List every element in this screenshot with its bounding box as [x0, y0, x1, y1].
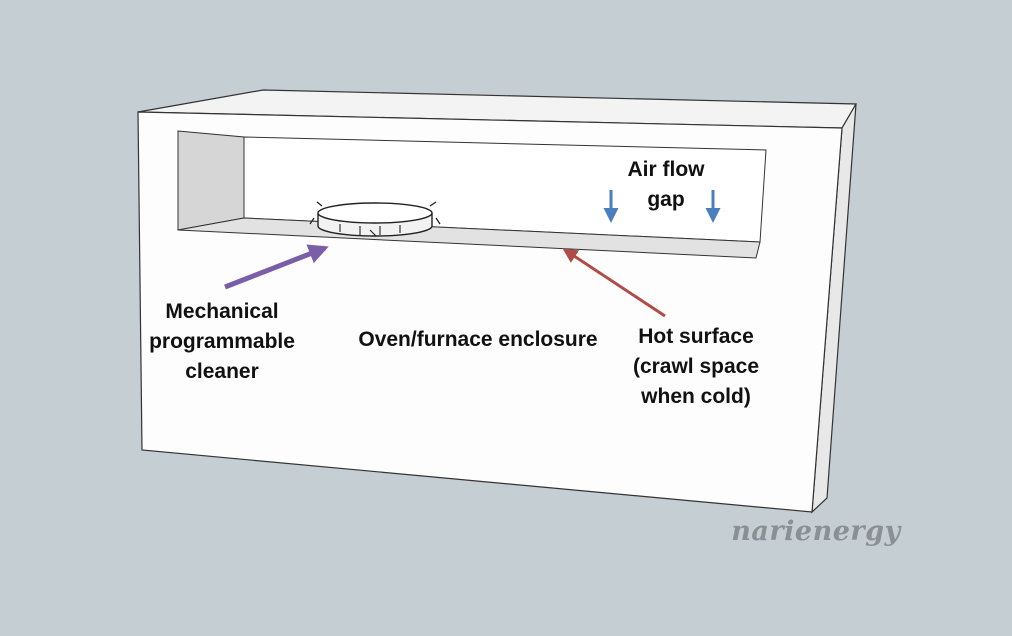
air-flow-gap-line-2: gap — [647, 188, 685, 211]
mechanical-cleaner-line-2: programmable — [149, 330, 295, 353]
mechanical-cleaner-line-3: cleaner — [185, 360, 259, 383]
watermark-logo: narienergy — [731, 516, 901, 547]
hot-surface-line-1: Hot surface — [638, 325, 754, 348]
hot-surface-line-2: (crawl space — [632, 355, 760, 378]
gap-left-wall — [177, 130, 245, 231]
air-flow-gap-label: Air flow gap — [606, 155, 726, 215]
air-flow-gap-line-1: Air flow — [627, 158, 705, 181]
hot-surface-label: Hot surface (crawl space when cold) — [616, 322, 776, 412]
enclosure-label: Oven/furnace enclosure — [358, 328, 598, 351]
mechanical-cleaner — [309, 201, 441, 237]
cleaner-pointer-arrow — [224, 244, 329, 290]
hot-surface-line-3: when cold) — [641, 385, 751, 408]
hot-surface-pointer-arrow — [562, 248, 666, 318]
mechanical-cleaner-line-1: Mechanical — [165, 300, 279, 323]
mechanical-cleaner-label: Mechanical programmable cleaner — [140, 297, 304, 387]
